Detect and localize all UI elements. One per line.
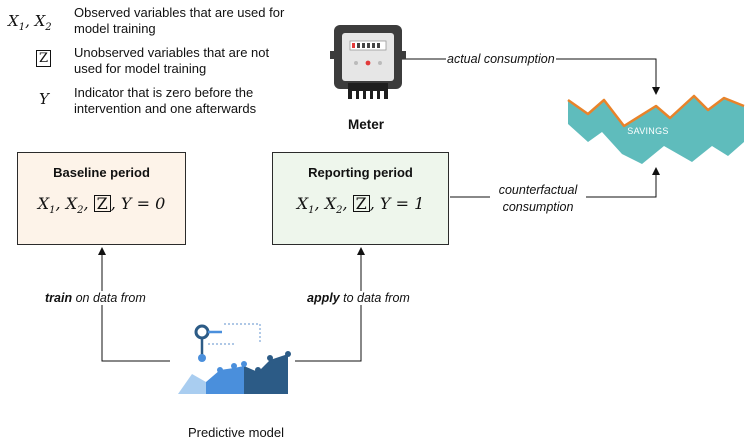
savings-area bbox=[568, 96, 744, 164]
legend-text-observed: Observed variables that are used for mod… bbox=[74, 5, 285, 36]
legend-symbol-unobserved: Z bbox=[36, 50, 52, 67]
train-arrow bbox=[98, 247, 170, 362]
legend-text-indicator: Indicator that is zero before the interv… bbox=[74, 85, 257, 116]
baseline-formula: X1, X2, Z, Y = 0 bbox=[37, 194, 166, 217]
actual-consumption-label: actual consumption bbox=[446, 52, 556, 66]
legend-text-unobserved: Unobserved variables that are not used f… bbox=[74, 45, 270, 76]
reporting-title: Reporting period bbox=[308, 165, 413, 180]
meter-label: Meter bbox=[347, 117, 384, 132]
apply-arrow bbox=[295, 247, 365, 362]
savings-band bbox=[567, 94, 745, 164]
counterfactual-label: counterfactual consumption bbox=[490, 182, 586, 216]
baseline-period-box: Baseline period X1, X2, Z, Y = 0 bbox=[17, 152, 186, 245]
model-label: Predictive model bbox=[187, 425, 285, 440]
actual-consumption-line bbox=[567, 94, 745, 128]
legend-symbol-indicator: Y bbox=[39, 90, 49, 108]
legend-symbol-observed: X1, X2 bbox=[8, 12, 52, 33]
reporting-formula: X1, X2, Z, Y = 1 bbox=[296, 194, 425, 217]
savings-label: SAVINGS bbox=[627, 126, 669, 136]
train-label: train on data from bbox=[43, 291, 148, 305]
predictive-model-chart-icon bbox=[178, 323, 291, 394]
baseline-title: Baseline period bbox=[53, 165, 150, 180]
apply-label: apply to data from bbox=[305, 291, 412, 305]
reporting-period-box: Reporting period X1, X2, Z, Y = 1 bbox=[272, 152, 449, 245]
electricity-meter-icon bbox=[330, 25, 406, 99]
